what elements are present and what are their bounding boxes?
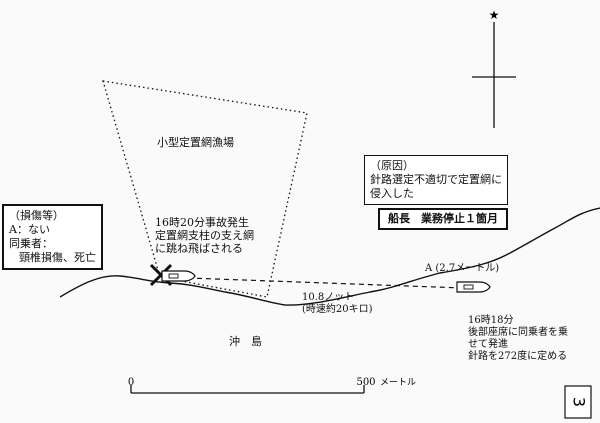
north-arrow (472, 22, 516, 128)
cause-title: （原因） (370, 159, 414, 172)
damage-line-1: A：ない (9, 223, 50, 236)
accident-note-line-3: に跳ね飛ばされる (155, 242, 243, 255)
speed-label: 10.8ノット (時速約20キロ) (302, 292, 373, 316)
coastline (59, 207, 600, 306)
departure-note-line-4: 針路を272度に定める (468, 351, 568, 362)
accident-note-line-1: 16時20分事故発生 (155, 216, 249, 229)
setnet-area-outline (102, 80, 308, 298)
corner-number-frame (564, 385, 592, 419)
accident-mark-icon (149, 263, 173, 287)
departure-note: 16時18分 後部座席に同乗者を乗 せて発進 針路を272度に定める (468, 315, 568, 363)
damage-title: （損傷等） (9, 209, 64, 222)
boat-departure-icon (456, 281, 491, 293)
cause-box: （原因） 針路選定不適切で定置網に 侵入した (364, 155, 508, 205)
speed-label-line-2: (時速約20キロ) (302, 304, 373, 315)
accident-note-line-2: 定置網支柱の支え網 (155, 229, 254, 242)
island-label: 沖 島 (229, 335, 262, 348)
vessel-label: A (2.7メートル) (425, 263, 500, 274)
scale-zero-label: 0 (128, 377, 134, 388)
damage-line-3: 頸椎損傷、死亡 (19, 251, 96, 264)
north-star-icon: ★ (489, 8, 500, 22)
scale-bar (130, 385, 365, 394)
scale-unit-label: メートル (380, 378, 416, 388)
corner-number: 3 (570, 397, 589, 407)
departure-note-line-2: 後部座席に同乗者を乗 (468, 327, 568, 338)
departure-note-line-1: 16時18分 (468, 315, 514, 326)
damage-line-2: 同乗者： (9, 237, 53, 250)
setnet-area-label: 小型定置網漁場 (157, 136, 234, 149)
cause-line-1: 針路選定不適切で定置網に (370, 173, 502, 186)
cause-line-2: 侵入した (370, 187, 414, 200)
penalty-box: 船長 業務停止１箇月 (378, 208, 508, 230)
accident-note: 16時20分事故発生 定置網支柱の支え網 に跳ね飛ばされる (155, 216, 254, 255)
damage-box: （損傷等） A：ない 同乗者： 頸椎損傷、死亡 (2, 204, 103, 270)
speed-label-line-1: 10.8ノット (302, 292, 355, 303)
departure-note-line-3: せて発進 (468, 339, 508, 350)
boat-at-accident-icon (161, 270, 196, 282)
scale-distance-label: 500 (356, 377, 375, 388)
